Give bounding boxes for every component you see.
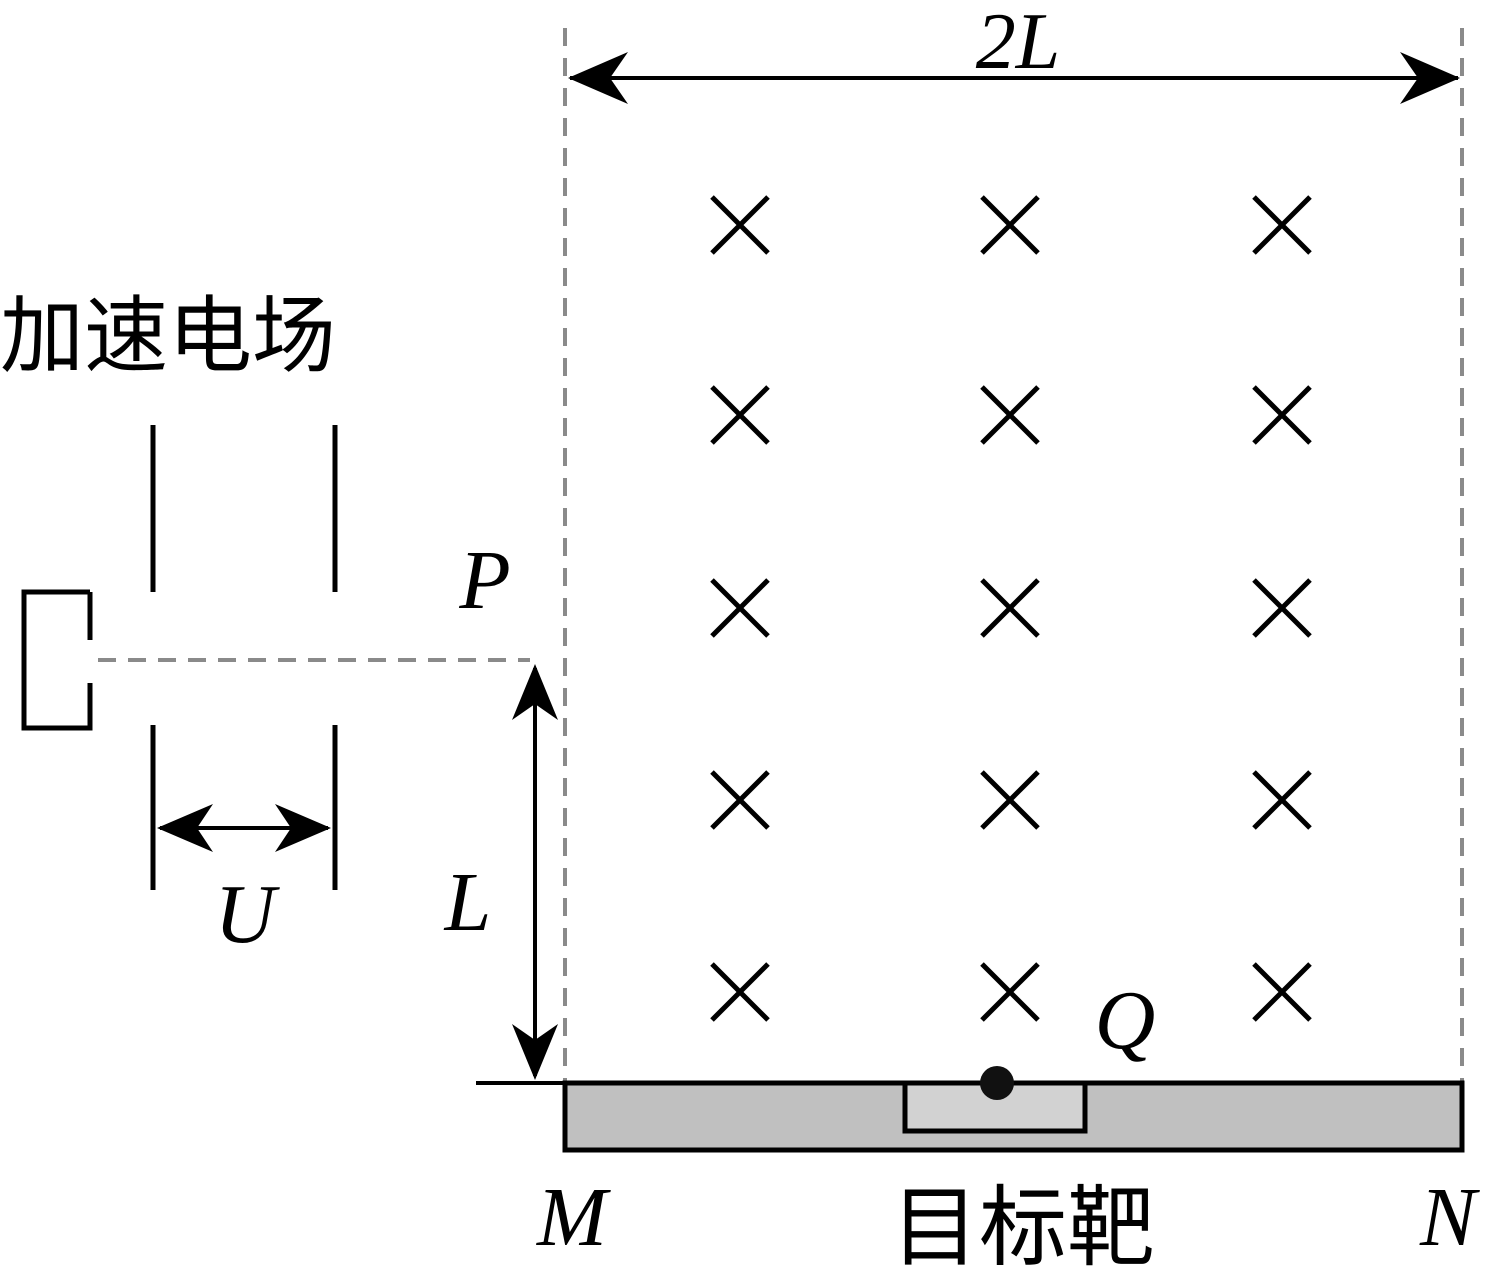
accel-field-label: 加速电场 [0,287,336,385]
voltage-arrow [157,804,331,852]
field-cross-r5-c2 [980,962,1040,1022]
field-cross-r5-c3 [1252,962,1312,1022]
field-cross-r3-c1 [710,578,770,638]
accelerating-plates [150,425,338,890]
field-cross-r1-c2 [980,195,1040,255]
field-cross-r4-c2 [980,770,1040,830]
point-n-label: N [1419,1171,1480,1264]
point-p-label: P [458,534,510,627]
field-cross-r1-c1 [710,195,770,255]
field-cross-r2-c1 [710,385,770,445]
point-q-dot [980,1066,1014,1100]
field-cross-r1-c3 [1252,195,1312,255]
voltage-label: U [215,868,281,961]
point-q-label: Q [1095,974,1156,1067]
particle-source [21,589,93,731]
point-m-label: M [536,1171,611,1264]
magnetic-field-crosses [710,195,1312,1022]
height-label: L [444,856,492,949]
field-cross-r4-c3 [1252,770,1312,830]
width-dimension [568,52,1460,104]
field-cross-r3-c3 [1252,578,1312,638]
field-cross-r5-c1 [710,962,770,1022]
field-cross-r2-c3 [1252,385,1312,445]
field-cross-r3-c2 [980,578,1040,638]
height-dimension [512,664,558,1080]
field-cross-r4-c1 [710,770,770,830]
field-cross-r2-c2 [980,385,1040,445]
width-label: 2L [976,0,1061,86]
target-label: 目标靶 [891,1176,1155,1275]
